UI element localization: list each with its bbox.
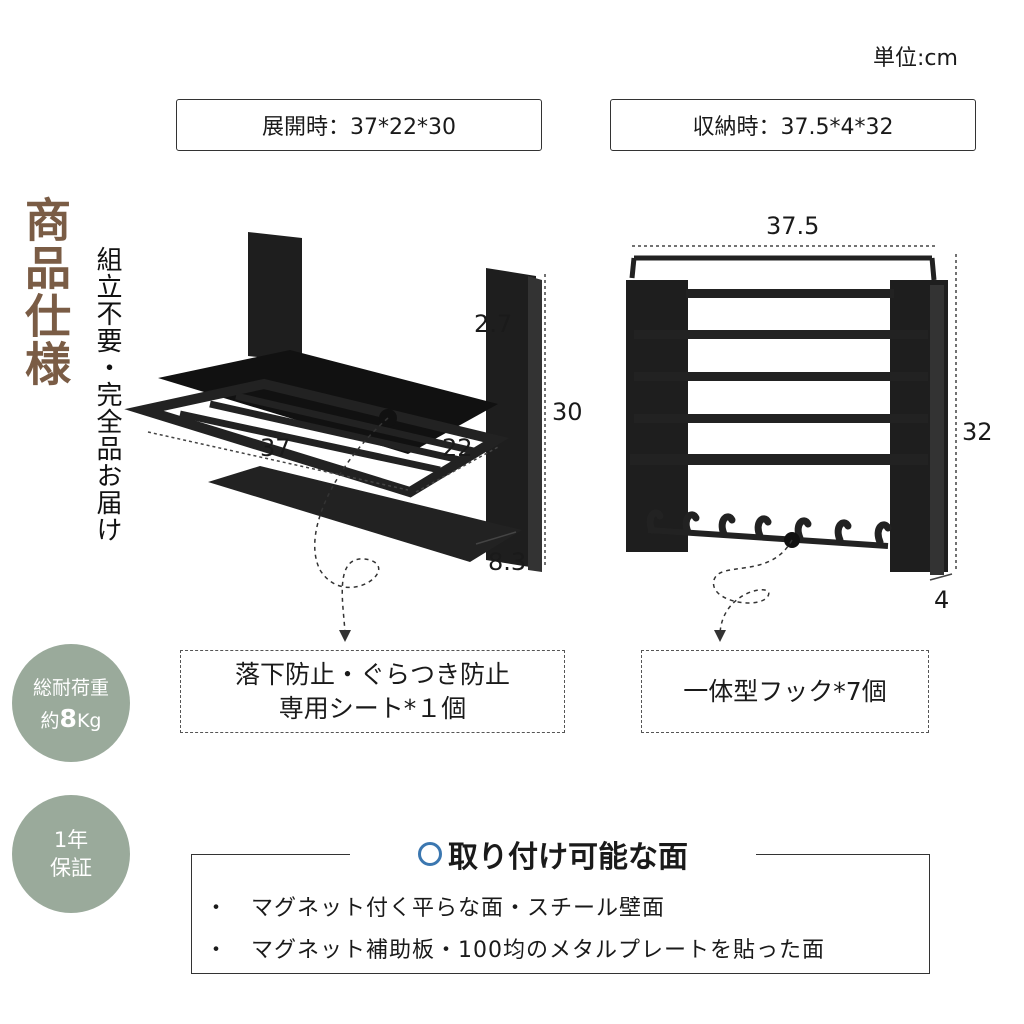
dim-height-left: 30 [552,398,583,426]
folded-rack-illustration [626,245,957,642]
load-number: 8 [59,704,77,733]
mount-title: 取り付け可能な面 [350,834,756,875]
load-prefix: 約 [40,710,60,732]
warranty-badge: 1年 保証 [12,795,130,913]
dim-width-left: 37 [260,434,291,462]
callout-hooks-text: 一体型フック*7個 [683,676,887,706]
callout-sheet: 落下防止・ぐらつき防止 専用シート*１個 [180,650,565,733]
section-subtitle: 組立不要・完全品お届け [92,246,122,543]
dim-thickness-left: 2.7 [474,310,513,338]
warranty-line2: 保証 [50,856,92,880]
section-title: 商品仕様 [18,196,72,388]
callout-sheet-line1: 落下防止・ぐらつき防止 [234,659,510,689]
spec-folded-text: 収納時：37.5*4*32 [692,115,894,140]
callout-sheet-line2: 専用シート*１個 [278,693,467,723]
load-unit: Kg [76,710,102,732]
dim-width-right: 37.5 [766,212,820,240]
open-rack-illustration [124,232,546,642]
unit-label: 単位:cm [873,46,958,71]
load-badge-value: 約8Kg [41,704,102,733]
mount-title-text: 取り付け可能な面 [448,840,688,875]
callout-hooks: 一体型フック*7個 [641,650,929,733]
mount-item-1: ・ マグネット付く平らな面・スチール壁面 [205,896,666,921]
dim-bar-left: 8.3 [488,548,527,576]
load-badge-label: 総耐荷重 [32,677,109,699]
dim-height-right: 32 [962,418,993,446]
load-badge: 総耐荷重 約8Kg [12,644,130,762]
dim-depth-left: 22 [442,434,473,462]
mount-item-2: ・ マグネット補助板・100均のメタルプレートを貼った面 [205,938,825,963]
circle-icon [418,842,442,866]
dim-depth-right: 4 [934,586,950,614]
spec-open-box: 展開時：37*22*30 [176,99,542,151]
spec-folded-box: 収納時：37.5*4*32 [610,99,976,151]
warranty-line1: 1年 [53,828,89,852]
spec-open-text: 展開時：37*22*30 [262,115,456,140]
